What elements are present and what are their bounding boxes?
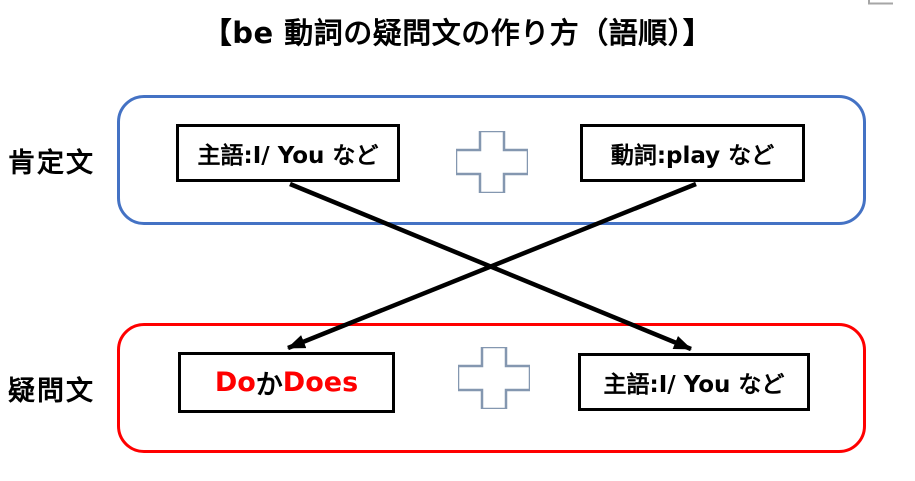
affirmative-row-label: 肯定文 bbox=[8, 148, 95, 179]
does-text: Does bbox=[282, 367, 359, 398]
plus-icon bbox=[458, 347, 530, 409]
question-row-label: 疑問文 bbox=[8, 376, 95, 407]
affirmative-subject-box: 主語:I/ You など bbox=[176, 124, 400, 182]
do-text: Do bbox=[214, 367, 256, 398]
cropped-ui-fragment bbox=[868, 0, 893, 5]
diagram-title: 【be 動詞の疑問文の作り方（語順）】 bbox=[202, 16, 713, 50]
ka-text: か bbox=[255, 370, 283, 401]
affirmative-verb-box: 動詞:play など bbox=[580, 124, 805, 182]
question-subject-box: 主語:I/ You など bbox=[578, 353, 810, 411]
plus-icon bbox=[456, 131, 528, 193]
do-does-box: Do か Does bbox=[178, 352, 395, 413]
